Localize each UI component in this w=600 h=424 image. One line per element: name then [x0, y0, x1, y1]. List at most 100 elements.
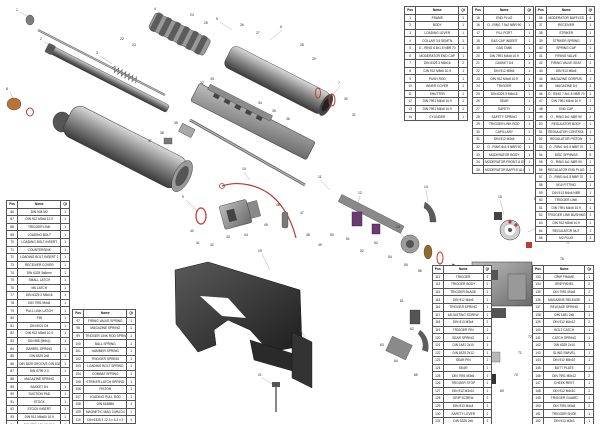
part-name-cell: DIN 913 M3x3	[542, 416, 586, 424]
part-qty-cell: 1	[60, 207, 70, 217]
part-qty-cell: 1	[524, 21, 534, 30]
part-qty-cell: 1	[524, 127, 534, 137]
part-name-cell: END CAP	[545, 104, 587, 114]
callout-number: 39	[174, 121, 178, 125]
part-name-cell: DIN 6325 2x12	[442, 348, 484, 358]
part-qty-cell: 2	[482, 394, 493, 403]
part-qty-cell: 1	[60, 260, 70, 270]
part-qty-cell: 1	[585, 36, 596, 45]
part-name-cell: TRIGGER SPRING	[442, 302, 484, 312]
part-pos-cell: 68	[5, 222, 19, 232]
part-name-cell: LOADING PULL ROD	[83, 392, 128, 402]
part-pos-cell: 47	[535, 97, 547, 106]
callout-number: 72	[528, 335, 532, 339]
part-name-cell: REGULATOR BODY	[545, 119, 587, 129]
part-name-cell: GRIP SCREW	[442, 394, 484, 403]
part-name-cell: STOCK	[17, 397, 62, 407]
part-qty-cell: 2	[584, 318, 594, 327]
part-name-cell: SEAR	[482, 97, 526, 106]
part-qty-cell: 1	[458, 28, 468, 38]
part-name-cell: MODERATOR FRONT & END CAP	[482, 157, 526, 167]
part-name-cell: INNER COVER	[415, 81, 460, 91]
part-pos-cell: 49	[535, 112, 547, 121]
part-name-cell: CAPILLARY	[482, 127, 526, 137]
loading-bolt-part	[178, 122, 196, 138]
part-pos-cell: 15	[472, 13, 484, 23]
part-qty-cell: 1	[524, 51, 534, 61]
part-pos-cell: 129	[432, 401, 444, 411]
callout-number: 27	[256, 31, 260, 35]
part-qty-cell: 1	[482, 295, 493, 304]
part-pos-cell: 123	[432, 356, 444, 365]
part-qty-cell: 1	[482, 348, 493, 358]
callout-number: 12	[358, 191, 362, 195]
part-name-cell: DIN 7991 M4x6 10.9	[415, 97, 460, 106]
part-name-cell: STRIKER SPRING	[545, 36, 587, 45]
table-header-cell: Qt	[126, 309, 136, 318]
part-name-cell: DIN 913 M4x4	[442, 401, 484, 411]
part-pos-cell: 31	[472, 135, 484, 144]
part-name-cell: DISC SPRINGS	[545, 150, 587, 159]
part-name-cell: TRIGGER LINK BUSHING	[545, 211, 587, 220]
part-pos-cell: 103	[71, 362, 85, 371]
part-pos-cell: 2	[403, 21, 417, 30]
part-qty-cell: 1	[60, 298, 70, 308]
part-name-cell: END PLUG	[482, 13, 526, 23]
part-pos-cell: 136	[532, 295, 544, 304]
part-qty-cell: 1	[524, 157, 534, 167]
callout-number: 45	[264, 223, 268, 227]
callout-number: 38	[160, 131, 164, 135]
trigger-block-part	[351, 211, 363, 227]
part-pos-cell: 65	[535, 233, 547, 243]
stock-part	[174, 261, 313, 389]
part-name-cell: M2 PLUG	[545, 233, 587, 243]
part-pos-cell: 110	[71, 415, 85, 424]
part-name-cell: GAS TANK	[482, 43, 526, 53]
part-name-cell: O - RING 4x1.5 NBR 70	[545, 142, 587, 152]
part-qty-cell: 1	[482, 302, 493, 312]
part-pos-cell: 135	[532, 287, 544, 297]
part-name-cell: DIN 912 M4x10	[542, 386, 586, 396]
stock-screw-part	[272, 382, 280, 412]
part-pos-cell: 26	[472, 97, 484, 106]
part-name-cell: GAS CAP INSERT	[482, 36, 526, 45]
part-name-cell: M6 LATCH	[17, 283, 62, 293]
part-pos-cell: 99	[71, 331, 85, 341]
gas-tank-part	[63, 106, 193, 192]
part-qty-cell: 1	[482, 310, 493, 320]
callout-number: 10	[242, 167, 246, 171]
part-qty-cell: 1	[60, 397, 70, 407]
part-qty-cell: 1	[584, 295, 594, 304]
callout-number: 24	[190, 13, 194, 17]
part-pos-cell: 145	[532, 363, 544, 373]
part-pos-cell: 40	[535, 43, 547, 53]
part-qty-cell: 1	[584, 394, 594, 403]
